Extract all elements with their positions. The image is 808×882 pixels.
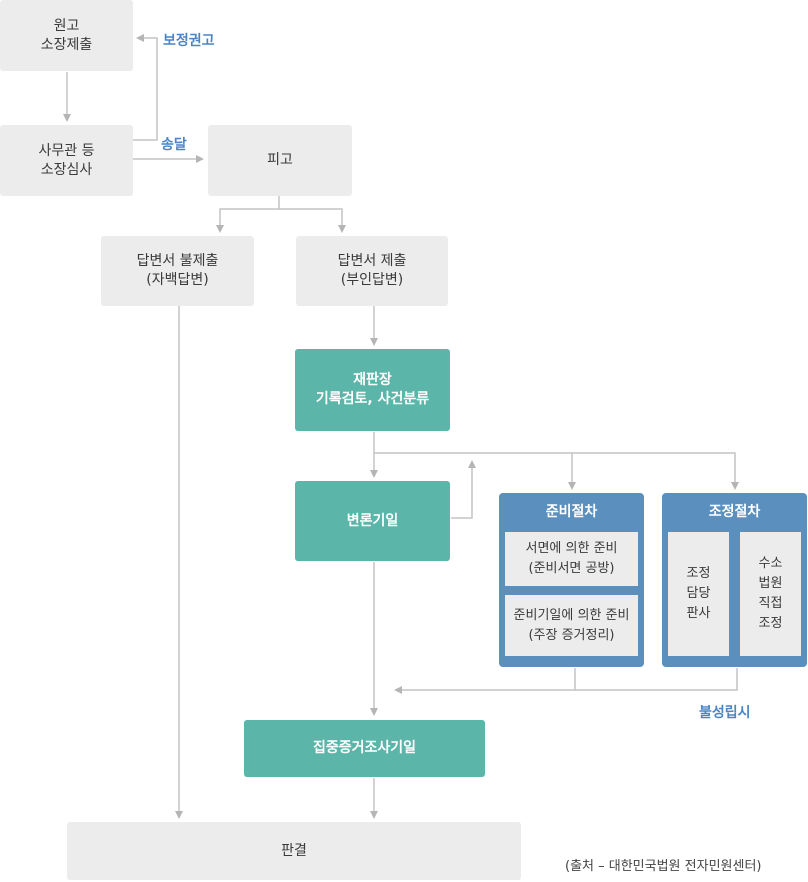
- court-mediation-box: 수소 법원 직접 조정: [740, 532, 801, 656]
- prep-date-box: 준비기일에 의한 준비 (주장 증거정리): [505, 595, 638, 656]
- failed-label: 불성립시: [699, 705, 751, 721]
- court-mediation-label: 수소 법원 직접 조정: [758, 556, 783, 631]
- no-answer-label: 답변서 불제출 (자백답변): [136, 253, 219, 288]
- mediation-panel: 조정절차 조정 담당 판사 수소 법원 직접 조정: [662, 493, 807, 667]
- defendant-label: 피고: [267, 152, 293, 168]
- preparation-title: 준비절차: [545, 504, 598, 520]
- service-label: 송달: [161, 137, 187, 153]
- review-label: 재판장 기록검토, 사건분류: [315, 372, 430, 407]
- plaintiff-label: 원고 소장제출: [40, 17, 93, 53]
- hearing-label: 변론기일: [346, 512, 399, 529]
- review-box: 재판장 기록검토, 사건분류: [295, 349, 450, 431]
- correction-label: 보정권고: [163, 33, 215, 49]
- defendant-box: 피고: [208, 125, 352, 196]
- mediation-title: 조정절차: [708, 504, 761, 520]
- no-answer-box: 답변서 불제출 (자백답변): [101, 236, 254, 306]
- answer-box: 답변서 제출 (부인답변): [296, 236, 448, 306]
- prep-date-label: 준비기일에 의한 준비 (주장 증거정리): [513, 607, 630, 643]
- mediation-judge-box: 조정 담당 판사: [668, 532, 729, 656]
- answer-label: 답변서 제출 (부인답변): [337, 253, 407, 288]
- intensive-hearing-label: 집중증거조사기일: [312, 740, 417, 756]
- judgment-label: 판결: [281, 842, 307, 859]
- written-prep-label: 서면에 의한 준비 (준비서면 공방): [525, 541, 618, 576]
- judgment-box: 판결: [67, 822, 521, 880]
- source-note: (출처 – 대한민국법원 전자민원센터): [565, 859, 762, 874]
- clerk-review-label: 사무관 등 소장심사: [38, 142, 95, 178]
- preparation-panel: 준비절차 서면에 의한 준비 (준비서면 공방) 준비기일에 의한 준비 (주장…: [499, 493, 644, 667]
- clerk-review-box: 사무관 등 소장심사: [0, 125, 133, 196]
- intensive-hearing-box: 집중증거조사기일: [244, 720, 485, 777]
- written-prep-box: 서면에 의한 준비 (준비서면 공방): [505, 532, 638, 586]
- plaintiff-box: 원고 소장제출: [0, 0, 133, 71]
- mediation-judge-label: 조정 담당 판사: [686, 566, 711, 621]
- hearing-box: 변론기일: [295, 481, 450, 561]
